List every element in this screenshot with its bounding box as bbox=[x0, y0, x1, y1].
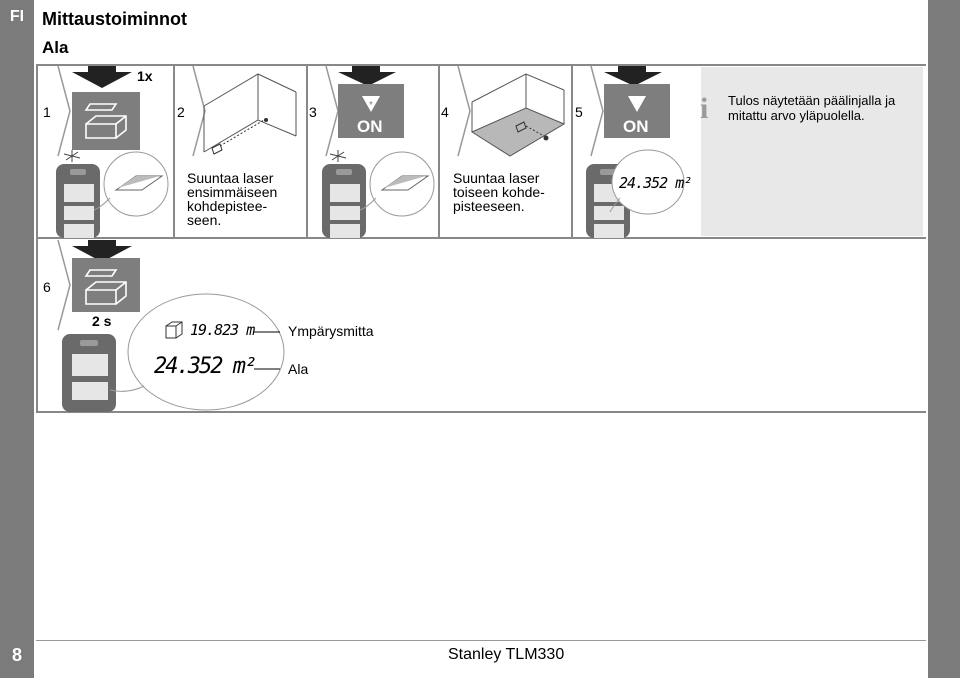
page-number: 8 bbox=[11, 645, 22, 665]
chevron-right-icon bbox=[590, 65, 604, 157]
power-button-icon: * bbox=[338, 66, 404, 138]
divider-col-5 bbox=[571, 64, 573, 237]
laser-device-icon bbox=[586, 149, 685, 238]
divider-col-3 bbox=[306, 64, 308, 237]
divider-left bbox=[36, 64, 38, 413]
chevron-right-icon bbox=[457, 65, 471, 157]
step-number-4: 4 bbox=[441, 104, 449, 120]
power-button-label: ON bbox=[357, 117, 383, 136]
step-2-instruction: Suuntaa laser ensimmäiseen kohdepistee- … bbox=[187, 170, 278, 228]
svg-text:*: * bbox=[369, 100, 373, 111]
laser-device-icon bbox=[56, 150, 169, 238]
perimeter-reading: 19.823 m bbox=[190, 321, 255, 339]
step-number-3: 3 bbox=[309, 104, 317, 120]
info-icon: i bbox=[700, 92, 709, 125]
divider-col-4 bbox=[438, 64, 440, 237]
right-margin-bar bbox=[928, 0, 960, 678]
info-panel bbox=[701, 67, 923, 236]
footer-divider bbox=[36, 640, 926, 641]
footer-model-name: Stanley TLM330 bbox=[448, 646, 565, 663]
floor-area-icon bbox=[470, 73, 566, 157]
step-4-instruction: Suuntaa laser toiseen kohde- pisteeseen. bbox=[453, 170, 545, 214]
area-mode-button-icon bbox=[72, 240, 140, 312]
perimeter-label: Ympärysmitta bbox=[288, 323, 374, 339]
section-title: Ala bbox=[42, 38, 69, 57]
area-mode-button-icon bbox=[72, 66, 140, 150]
press-count-badge: 1x bbox=[137, 68, 153, 84]
step-number-6: 6 bbox=[43, 279, 51, 295]
room-perspective-icon bbox=[203, 73, 297, 155]
step-number-5: 5 bbox=[575, 104, 583, 120]
step-number-2: 2 bbox=[177, 104, 185, 120]
language-tag: FI bbox=[9, 8, 25, 25]
divider-bottom bbox=[36, 411, 926, 413]
laser-device-icon bbox=[62, 293, 285, 412]
chevron-right-icon bbox=[192, 65, 206, 157]
display-reading: 24.352 m² bbox=[619, 174, 692, 192]
page-title: Mittaustoiminnot bbox=[42, 9, 187, 29]
power-button-label: ON bbox=[623, 117, 649, 136]
divider-middle bbox=[36, 237, 926, 239]
chevron-right-icon bbox=[57, 65, 71, 157]
hold-duration-label: 2 s bbox=[92, 313, 112, 329]
laser-device-icon bbox=[322, 150, 435, 238]
divider-top bbox=[36, 64, 926, 66]
area-label: Ala bbox=[288, 361, 309, 377]
power-button-icon bbox=[604, 66, 670, 138]
left-margin-bar bbox=[0, 0, 34, 678]
step-number-1: 1 bbox=[43, 104, 51, 120]
area-reading: 24.352 m² bbox=[154, 354, 257, 379]
chevron-right-icon bbox=[57, 239, 71, 331]
info-text: Tulos näytetään päälinjalla ja mitattu a… bbox=[728, 93, 896, 123]
divider-col-2 bbox=[173, 64, 175, 237]
